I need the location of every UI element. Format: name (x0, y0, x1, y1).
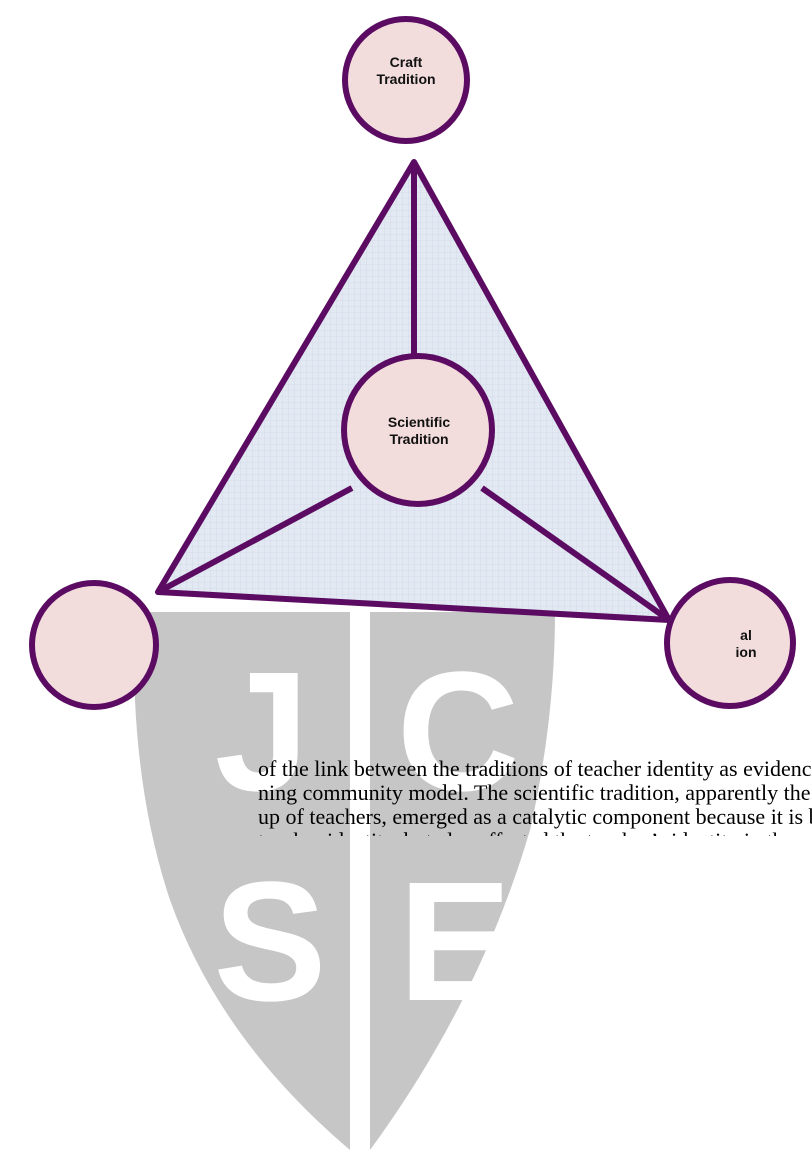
watermark-shield-right (370, 612, 555, 1150)
watermark-letter-c: C (397, 637, 520, 827)
node-left-tradition (29, 580, 159, 710)
caption-line-4: teacher identity, but also affected the … (258, 828, 812, 836)
watermark-letter-s: S (213, 847, 326, 1037)
right-tradition-label: al ion (735, 627, 757, 660)
node-craft-tradition (342, 16, 470, 144)
scientific-tradition-label: Scientific Tradition (387, 414, 451, 447)
watermark-letter-j: J (215, 637, 310, 827)
caption-line-1: of the link between the traditions of te… (258, 756, 812, 781)
figure-caption: of the link between the traditions of te… (0, 756, 812, 836)
caption-line-3: up of teachers, emerged as a catalytic c… (258, 804, 812, 829)
caption-line-2: ning community model. The scientific tra… (258, 780, 812, 805)
connector-left-scientific (156, 485, 354, 595)
node-scientific-tradition (341, 353, 495, 507)
watermark-shield-left (135, 612, 350, 1150)
watermark-letter-e: E (398, 847, 511, 1037)
craft-tradition-label: Craft Tradition (376, 54, 436, 87)
connector-right-scientific (480, 485, 671, 623)
node-right-tradition (664, 577, 796, 709)
